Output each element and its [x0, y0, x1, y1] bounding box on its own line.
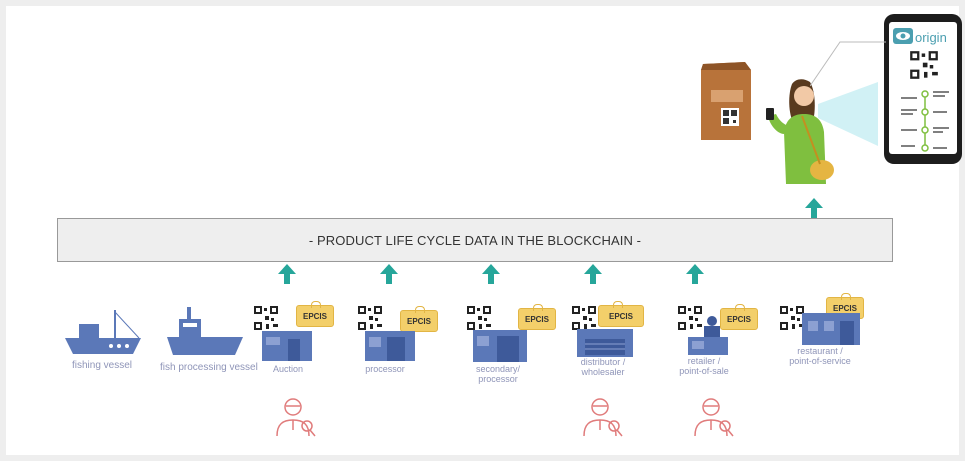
timeline-icon: [901, 90, 949, 152]
epcis-tag: EPCIS: [296, 301, 334, 327]
qr-code-icon: [779, 305, 805, 331]
smartphone: origin: [884, 14, 962, 164]
retailer-line2: point-of-sale: [679, 366, 729, 376]
inspector-icon: [583, 398, 623, 437]
epcis-tag: EPCIS: [720, 304, 758, 330]
secondary-processor-label: secondary/ processor: [468, 364, 528, 384]
blockchain-banner-text: - PRODUCT LIFE CYCLE DATA IN THE BLOCKCH…: [308, 232, 642, 248]
distributor-line2: wholesaler: [581, 367, 625, 377]
processing-vessel-label: fish processing vessel: [160, 362, 258, 373]
building-icon: [365, 331, 415, 361]
secondary-processor-line1: secondary/: [475, 364, 521, 374]
inspector-icon: [694, 398, 734, 437]
qr-code-icon: [909, 50, 939, 80]
fishing-vessel-label: fishing vessel: [72, 360, 133, 371]
blockchain-banner: - PRODUCT LIFE CYCLE DATA IN THE BLOCKCH…: [57, 218, 893, 262]
restaurant-label: restaurant / point-of-service: [780, 346, 860, 366]
origin-eye-icon: [893, 28, 913, 44]
callout-line: [810, 41, 886, 87]
qr-code-icon: [253, 305, 279, 331]
building-icon: [577, 329, 633, 357]
processing-vessel-icon: [167, 307, 243, 355]
consumer-icon: [766, 79, 878, 184]
epcis-tag: EPCIS: [518, 304, 556, 330]
phone-screen: origin: [889, 22, 957, 154]
distributor-label: distributor / wholesaler: [568, 357, 638, 377]
building-icon: [262, 331, 312, 361]
arrow-up-icon: [584, 264, 602, 284]
retailer-line1: retailer /: [687, 356, 721, 366]
product-bag-icon: [701, 62, 751, 140]
qr-code-icon: [571, 305, 597, 331]
restaurant-line1: restaurant /: [797, 346, 843, 356]
retailer-label: retailer / point-of-sale: [672, 356, 736, 376]
auction-label: Auction: [272, 364, 304, 374]
arrow-up-icon: [482, 264, 500, 284]
building-icon: [802, 313, 860, 345]
epcis-tag: EPCIS: [598, 301, 644, 327]
building-icon: [473, 330, 527, 362]
restaurant-line2: point-of-service: [789, 356, 851, 366]
distributor-line1: distributor /: [580, 357, 626, 367]
qr-code-icon: [677, 305, 703, 331]
qr-code-icon: [466, 305, 492, 331]
qr-code-icon: [357, 305, 383, 331]
secondary-processor-line2: processor: [478, 374, 518, 384]
processor-label: processor: [365, 364, 405, 374]
arrow-up-icon: [278, 264, 296, 284]
arrow-up-icon: [805, 198, 823, 218]
inspector-icon: [276, 398, 316, 437]
arrow-up-icon: [686, 264, 704, 284]
arrow-up-icon: [380, 264, 398, 284]
cashier-icon: [688, 316, 728, 355]
origin-logo-text: origin: [915, 30, 947, 45]
epcis-tag: EPCIS: [400, 306, 438, 332]
fishing-vessel-icon: [65, 310, 141, 354]
